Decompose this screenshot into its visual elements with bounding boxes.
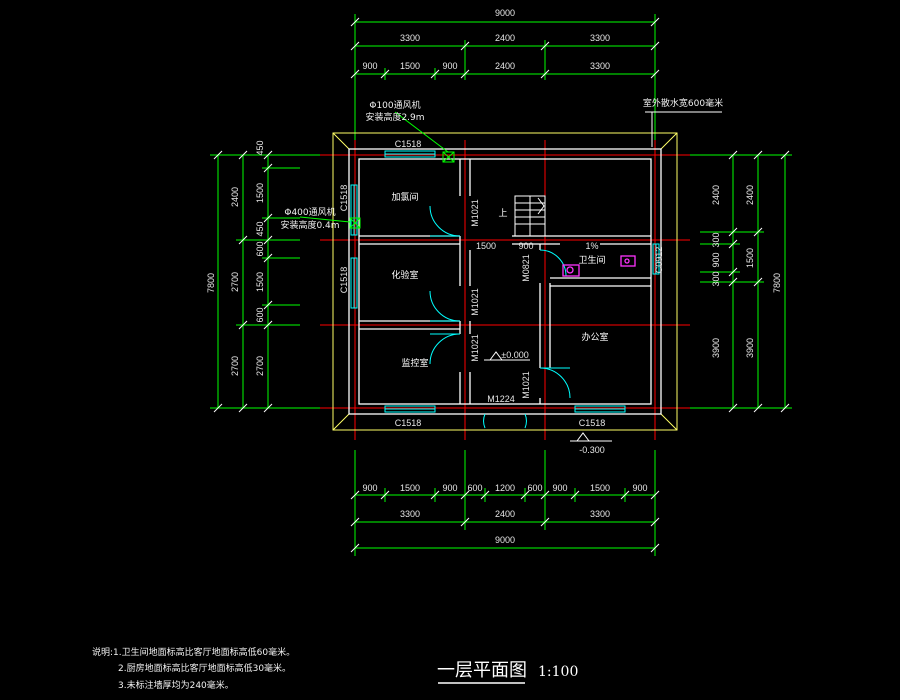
floor-level-label: ±0.000 (501, 350, 528, 360)
note-line-3: 3.未标注墙厚均为240毫米。 (118, 679, 234, 691)
left-outer-2700-a: 2700 (230, 272, 240, 292)
bot-dim-600-a: 600 (467, 483, 482, 493)
top-dim-2400: 2400 (495, 33, 515, 43)
wall-fan-icon (349, 217, 361, 229)
right-outer-3900: 3900 (745, 338, 755, 358)
window-label-top: C1518 (395, 139, 422, 149)
toilet-fixtures (562, 255, 636, 277)
bottom-dimensions (354, 450, 656, 556)
bottom-dim-ticks (350, 490, 660, 553)
right-outer-1500: 1500 (745, 248, 755, 268)
top-dim-900-b: 900 (442, 61, 457, 71)
bot-dim-2400: 2400 (495, 509, 515, 519)
note-line-1: 说明:1.卫生间地面标高比客厅地面标高低60毫米。 (92, 646, 295, 658)
left-inner-2700: 2700 (255, 356, 265, 376)
window-label-bottom-right: C1518 (579, 418, 606, 428)
window-label-left1: C1518 (339, 185, 349, 212)
right-inner-300-a: 300 (711, 232, 721, 247)
right-overall-dim: 7800 (772, 273, 782, 293)
door-label-2: M1021 (470, 288, 480, 316)
bot-dim-600-b: 600 (527, 483, 542, 493)
window-label-left2: C1518 (339, 267, 349, 294)
interior-dim-1500: 1500 (476, 241, 496, 251)
door-swings (429, 205, 571, 429)
right-inner-900: 900 (711, 252, 721, 267)
left-outer-2400: 2400 (230, 187, 240, 207)
top-dim-3300-b: 3300 (590, 61, 610, 71)
top-dim-ticks (350, 17, 660, 79)
bot-dim-900-a: 900 (362, 483, 377, 493)
top-dim-900-a: 900 (362, 61, 377, 71)
drawing-title: 一层平面图 (437, 660, 527, 681)
outdoor-level-label: -0.300 (579, 445, 605, 455)
axis-lines (320, 140, 690, 440)
right-inner-300-b: 300 (711, 271, 721, 286)
left-outer-2700-b: 2700 (230, 356, 240, 376)
left-inner-600-a: 600 (255, 241, 265, 256)
fan-left-note-2: 安装高度0.4m (280, 219, 339, 231)
right-inner-3900: 3900 (711, 338, 721, 358)
bot-dim-900-b: 900 (442, 483, 457, 493)
outdoor-apron-note: 室外散水宽600毫米 (643, 97, 723, 109)
bot-dim-900-d: 900 (632, 483, 647, 493)
stair-up-label: 上 (498, 208, 507, 219)
left-inner-450-b: 450 (255, 221, 265, 236)
bot-overall-dim: 9000 (495, 535, 515, 545)
left-overall-dim: 7800 (206, 273, 216, 293)
bot-dim-1200: 1200 (495, 483, 515, 493)
level-markers (484, 351, 612, 442)
slope-label: 1% (585, 241, 598, 251)
ceiling-fan-icon (442, 151, 455, 163)
stair (514, 195, 546, 237)
fans (299, 111, 455, 229)
right-outer-2400: 2400 (745, 185, 755, 205)
top-dim-3300-right: 3300 (590, 33, 610, 43)
drawing-scale: 1:100 (538, 664, 578, 680)
door-label-main: M1224 (487, 394, 515, 404)
window-label-bottom-left: C1518 (395, 418, 422, 428)
fan-top-note-1: Φ100通风机 (369, 99, 420, 111)
windows (350, 150, 660, 413)
top-dim-1500: 1500 (400, 61, 420, 71)
room-label-chlorine: 加氯间 (391, 191, 418, 203)
door-label-1: M1021 (470, 199, 480, 227)
left-inner-1500-b: 1500 (255, 272, 265, 292)
right-dim-ticks (728, 150, 790, 413)
top-dim-3300-left: 3300 (400, 33, 420, 43)
top-overall-dim: 9000 (495, 8, 515, 18)
fan-top-note-2: 安装高度2.9m (365, 111, 424, 123)
window-label-toilet: C0912 (654, 247, 664, 274)
room-label-monitor: 监控室 (401, 357, 428, 369)
left-inner-600-b: 600 (255, 307, 265, 322)
bot-dim-1500-a: 1500 (400, 483, 420, 493)
room-label-office: 办公室 (581, 331, 608, 343)
bot-dim-1500-b: 1500 (590, 483, 610, 493)
right-inner-2400: 2400 (711, 185, 721, 205)
left-inner-450-a: 450 (255, 140, 265, 155)
door-label-3: M1021 (470, 334, 480, 362)
leader-lines (645, 111, 722, 147)
walls (348, 148, 662, 415)
room-label-lab: 化验室 (391, 269, 418, 281)
bot-dim-3300-right: 3300 (590, 509, 610, 519)
apron-outline (332, 132, 678, 431)
note-line-2: 2.厨房地面标高比客厅地面标高低30毫米。 (118, 662, 291, 674)
bot-dim-900-c: 900 (552, 483, 567, 493)
left-inner-1500-a: 1500 (255, 183, 265, 203)
room-label-toilet: 卫生间 (578, 254, 605, 266)
left-dim-ticks (213, 150, 273, 413)
door-label-4: M1021 (521, 371, 531, 399)
interior-dim-900: 900 (518, 241, 533, 251)
door-label-toilet: M0821 (521, 254, 531, 282)
bot-dim-3300-left: 3300 (400, 509, 420, 519)
top-dim-2400-b: 2400 (495, 61, 515, 71)
fan-left-note-1: Φ400通风机 (284, 206, 335, 218)
